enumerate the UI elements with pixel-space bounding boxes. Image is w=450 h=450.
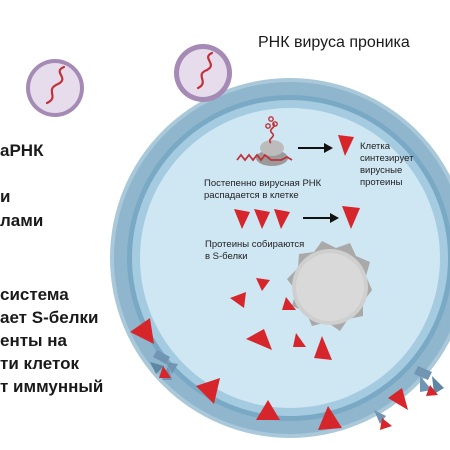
nucleus	[287, 241, 372, 331]
s-protein-icon	[342, 206, 360, 229]
cell-receptor-bottom	[374, 410, 392, 430]
protein-cluster-icon	[234, 209, 290, 229]
assembly-label-1: Протеины собираются	[205, 239, 305, 250]
cell-receptor-left-tip	[159, 366, 171, 378]
cell-receptor-right	[414, 366, 444, 396]
synthesis-label-1: Клетка	[360, 141, 391, 152]
protein-icon-synthesized	[338, 135, 354, 156]
synthesis-label-2: синтезирует	[360, 153, 414, 164]
ribosome-icon	[236, 116, 293, 166]
synthesis-label-3: вирусные	[360, 165, 403, 176]
synthesis-label-4: протеины	[360, 177, 403, 188]
left-text-line-5: ает S-белки	[0, 308, 99, 327]
decay-label-1: Постепенно вирусная РНК	[204, 178, 322, 189]
arrow-to-synthesis	[298, 143, 333, 153]
scattered-proteins	[230, 278, 332, 360]
left-text-line-1: аРНК	[0, 141, 44, 160]
left-text-line-3: лами	[0, 211, 44, 230]
decay-label-2: распадается в клетке	[204, 190, 299, 201]
virus-particle-entering	[174, 44, 232, 102]
assembly-label-2: в S-белки	[205, 251, 248, 262]
left-text-line-7: ти клеток	[0, 354, 80, 373]
left-text-line-8: т иммунный	[0, 377, 104, 396]
arrow-to-assembly	[303, 213, 339, 223]
left-text-line-6: енты на	[0, 331, 68, 350]
cell-body	[110, 78, 450, 438]
virus-particle-left	[26, 59, 84, 117]
left-text-line-4: система	[0, 285, 69, 304]
left-text-line-2: и	[0, 187, 11, 206]
membrane-spike-proteins	[130, 318, 408, 430]
header-title: РНК вируса проника	[258, 34, 410, 51]
